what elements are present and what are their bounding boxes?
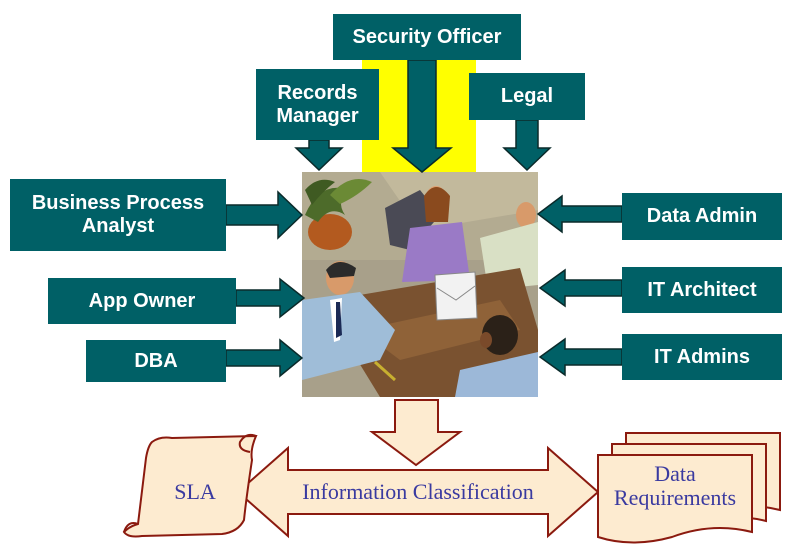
it-architect-box: IT Architect bbox=[622, 267, 782, 313]
sla-label: SLA bbox=[174, 479, 216, 504]
arrow-app-owner bbox=[235, 277, 306, 319]
arrow-business-process-analyst bbox=[225, 190, 304, 240]
records-manager-label: Records Manager bbox=[276, 81, 359, 127]
sla-scroll bbox=[122, 433, 258, 538]
arrow-security-officer bbox=[390, 59, 454, 173]
dba-box: DBA bbox=[86, 340, 226, 382]
legal-label: Legal bbox=[500, 85, 554, 107]
legal-box: Legal bbox=[469, 73, 585, 120]
data-admin-label: Data Admin bbox=[646, 205, 758, 227]
app-owner-box: App Owner bbox=[48, 278, 236, 324]
data-requirements-label: Data Requirements bbox=[613, 461, 737, 510]
data-requirements-documents bbox=[597, 432, 781, 544]
business-process-analyst-label: Business Process Analyst bbox=[31, 192, 205, 237]
arrow-down-to-classification bbox=[369, 399, 463, 467]
app-owner-label: App Owner bbox=[88, 289, 196, 312]
data-admin-box: Data Admin bbox=[622, 193, 782, 240]
arrow-it-architect bbox=[538, 268, 623, 308]
it-admins-box: IT Admins bbox=[622, 334, 782, 380]
arrow-it-admins bbox=[538, 337, 623, 377]
security-officer-label: Security Officer bbox=[352, 25, 502, 48]
arrow-legal bbox=[502, 119, 552, 172]
it-admins-label: IT Admins bbox=[654, 345, 750, 368]
arrow-dba bbox=[225, 338, 304, 378]
meeting-image bbox=[302, 172, 538, 397]
arrow-records-manager bbox=[294, 139, 344, 172]
records-manager-box: Records Manager bbox=[256, 69, 379, 140]
security-officer-box: Security Officer bbox=[333, 14, 521, 60]
it-architect-label: IT Architect bbox=[647, 278, 757, 301]
dba-label: DBA bbox=[134, 349, 178, 372]
business-process-analyst-box: Business Process Analyst bbox=[10, 179, 226, 251]
information-classification-label: Information Classification bbox=[302, 479, 534, 504]
arrow-data-admin bbox=[536, 194, 623, 234]
